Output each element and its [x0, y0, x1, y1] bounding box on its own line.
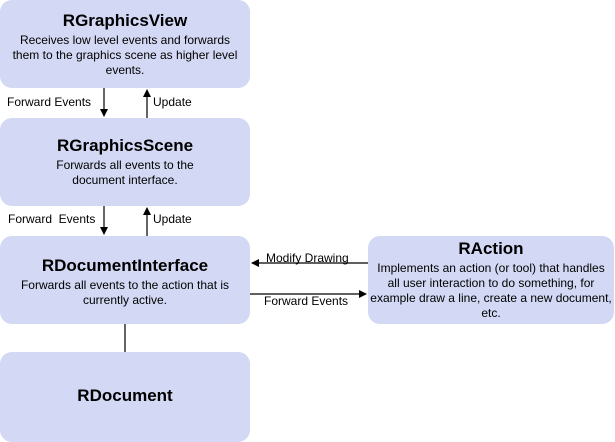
edge-label-view-to-scene: Forward Events: [7, 95, 92, 109]
node-title: RGraphicsView: [62, 10, 188, 30]
edge-label-scene-to-interface: Forward Events: [8, 212, 96, 226]
node-rgraphicsview: RGraphicsView Receives low level events …: [0, 0, 250, 88]
node-title: RDocumentInterface: [41, 256, 209, 275]
node-rdocument: RDocument: [0, 352, 250, 442]
node-description: Receives low level events and forwards t…: [12, 32, 238, 77]
node-title: RAction: [458, 239, 524, 258]
node-description: Forwards all events to the action that i…: [20, 278, 230, 307]
edge-label-action-to-interface: Modify Drawing: [266, 251, 349, 265]
node-description: Implements an action (or tool) that hand…: [370, 261, 612, 320]
node-rdocumentinterface: RDocumentInterface Forwards all events t…: [0, 236, 250, 324]
node-raction: RAction Implements an action (or tool) t…: [368, 236, 614, 324]
node-title: RDocument: [77, 386, 173, 405]
edge-label-interface-to-scene: Update: [153, 212, 192, 226]
edge-label-scene-to-view: Update: [153, 95, 192, 109]
node-description: Forwards all events to the document inte…: [56, 158, 194, 187]
node-rgraphicsscene: RGraphicsScene Forwards all events to th…: [0, 118, 250, 206]
node-title: RGraphicsScene: [56, 136, 194, 155]
edge-label-interface-to-action: Forward Events: [264, 294, 349, 308]
